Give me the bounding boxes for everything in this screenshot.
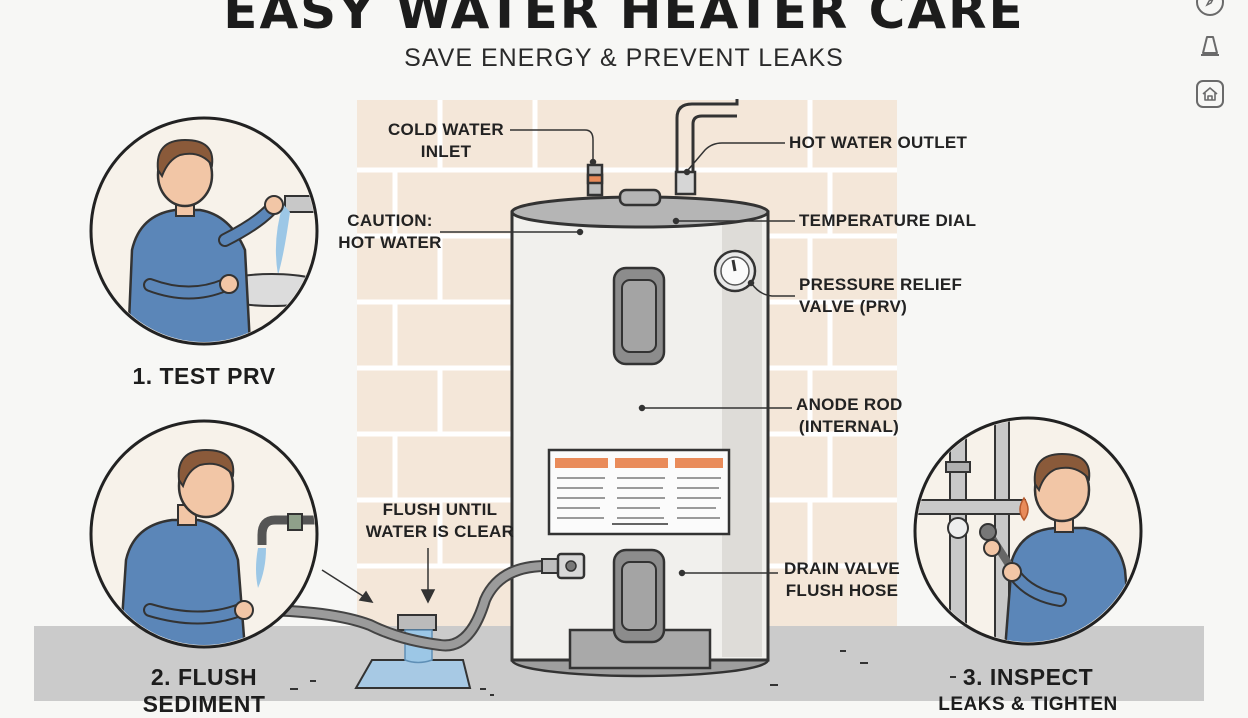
pipes [586,99,739,197]
anode-rod-label: ANODE ROD(INTERNAL) [796,395,903,436]
cone-icon[interactable] [1196,32,1224,60]
step3-illustration [913,416,1143,646]
step1-illustration [89,116,319,346]
caution-hot-water-label: CAUTION:HOT WATER [338,211,442,252]
temperature-dial-label: TEMPERATURE DIAL [799,211,977,230]
water-heater-tank [510,188,770,678]
page-subtitle: SAVE ENERGY & PREVENT LEAKS [404,44,844,72]
hot-water-outlet-label: HOT WATER OUTLET [789,133,968,152]
home-icon[interactable] [1196,80,1224,108]
drain-hose [249,552,586,652]
water-heater-illustration [34,99,1204,701]
page-title: EASY WATER HEATER CARE [223,0,1025,40]
callout-lines [321,129,795,604]
step1-label: 1. TEST PRV [132,363,276,389]
step2-illustration [89,419,319,649]
